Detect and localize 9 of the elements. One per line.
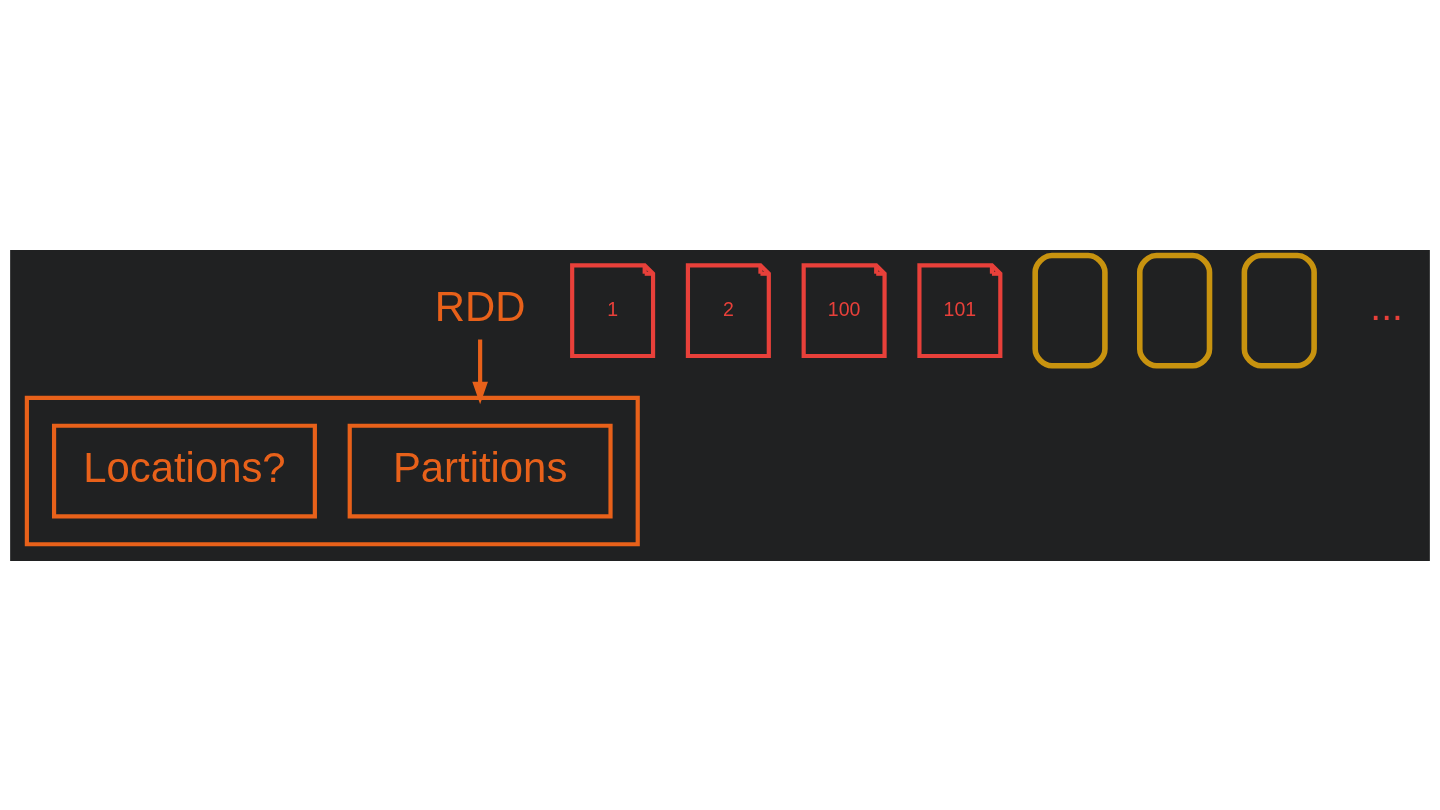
node-server: [1137, 252, 1213, 369]
node-server: [1032, 252, 1108, 369]
node-server: [1241, 252, 1317, 369]
arrow: [472, 339, 488, 404]
node-box: Locations?: [52, 423, 317, 518]
node-box: Partitions: [347, 423, 613, 518]
label: ...: [1370, 284, 1403, 328]
node-text: RDD: [434, 282, 526, 330]
cluster: [24, 395, 640, 546]
